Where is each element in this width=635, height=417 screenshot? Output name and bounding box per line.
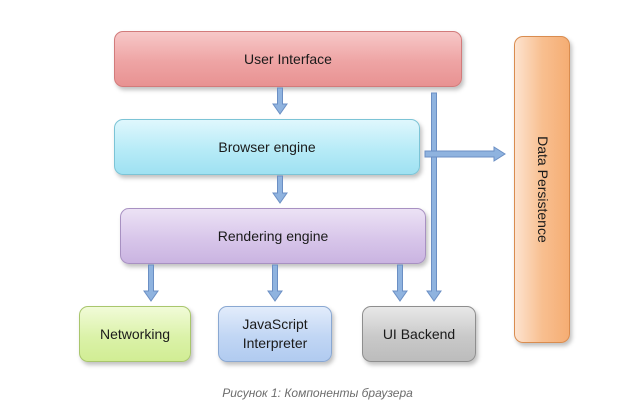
data-persistence-box: Data Persistence <box>514 36 570 343</box>
rendering-engine-box: Rendering engine <box>120 208 426 264</box>
arrow-ui-to-ui-backend <box>426 92 442 302</box>
browser-engine-box: Browser engine <box>114 119 420 175</box>
javascript-interpreter-label: JavaScript Interpreter <box>242 316 308 351</box>
arrow-rendering-to-networking <box>143 264 159 302</box>
arrow-browser-engine-to-data-persistence <box>424 146 506 162</box>
user-interface-box: User Interface <box>114 31 462 87</box>
ui-backend-label: UI Backend <box>382 325 456 342</box>
arrow-browser-engine-to-rendering-engine <box>272 175 288 204</box>
user-interface-label: User Interface <box>244 50 332 67</box>
rendering-engine-label: Rendering engine <box>217 227 329 244</box>
networking-label: Networking <box>99 325 171 342</box>
javascript-interpreter-box: JavaScript Interpreter <box>218 306 332 362</box>
arrow-rendering-to-ui-backend <box>392 264 408 302</box>
networking-box: Networking <box>79 306 191 362</box>
browser-engine-label: Browser engine <box>218 138 316 155</box>
arrow-rendering-to-javascript-interpreter <box>267 264 283 302</box>
figure-caption: Рисунок 1: Компоненты браузера <box>222 386 413 400</box>
arrow-ui-to-browser-engine <box>272 87 288 115</box>
ui-backend-box: UI Backend <box>362 306 476 362</box>
